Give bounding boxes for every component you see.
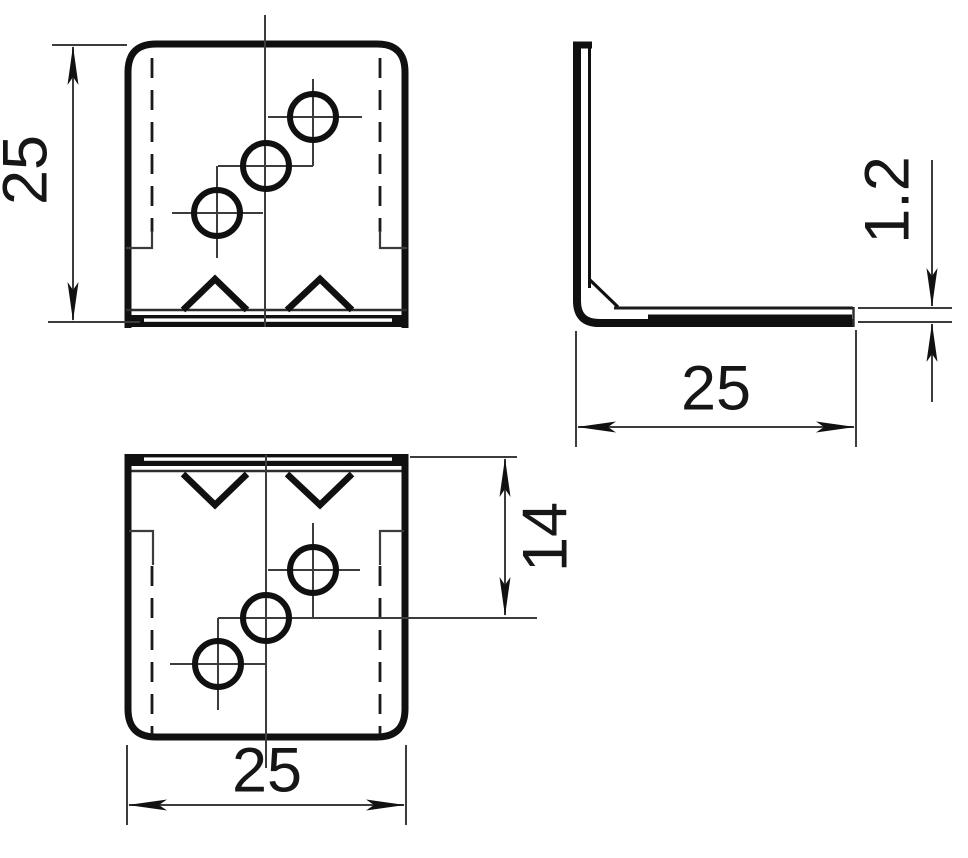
dim-label-side-width: 25 xyxy=(680,353,752,424)
side-view-outer-surface xyxy=(573,42,854,327)
front-view-notch-left xyxy=(129,529,155,565)
arrowhead xyxy=(816,421,855,433)
arrowhead xyxy=(499,577,511,616)
dimension-hole-row-offset xyxy=(410,456,517,616)
prong-mark xyxy=(284,274,355,313)
hole xyxy=(287,91,339,143)
dimension-thickness xyxy=(858,160,952,402)
dimension-front-width xyxy=(126,745,407,825)
front-view-folded-edge-gap xyxy=(144,457,392,461)
arrowhead xyxy=(926,323,938,362)
dimension-side-width xyxy=(575,330,857,447)
arrowhead xyxy=(366,799,405,811)
prong-mark xyxy=(180,471,250,510)
dimension-plate-height xyxy=(48,44,140,323)
dim-label-front-width: 25 xyxy=(231,735,303,806)
top-view-notch-right xyxy=(378,231,407,250)
hole xyxy=(191,187,243,239)
dim-label-plate-height: 25 xyxy=(0,134,61,206)
side-view-bend-tangent xyxy=(588,278,620,309)
prong-mark xyxy=(284,471,355,510)
front-view-notch-right xyxy=(378,529,404,565)
top-view-outline xyxy=(124,40,409,328)
arrowhead xyxy=(926,268,938,307)
arrowhead xyxy=(577,421,616,433)
side-view xyxy=(573,41,855,327)
prong-mark xyxy=(180,274,250,313)
hole xyxy=(287,544,339,596)
top-view xyxy=(124,15,409,328)
arrowhead xyxy=(67,46,79,85)
front-view xyxy=(124,454,537,768)
dim-label-thickness: 1.2 xyxy=(852,156,923,244)
hole xyxy=(240,592,292,644)
top-view-notch-left xyxy=(126,231,154,250)
top-view-folded-edge-gap xyxy=(144,318,392,322)
arrowhead xyxy=(499,458,511,497)
arrowhead xyxy=(128,799,167,811)
hole xyxy=(240,140,292,192)
dim-label-hole-row-offset: 14 xyxy=(510,501,581,573)
arrowhead xyxy=(67,282,79,321)
hole xyxy=(192,638,244,690)
